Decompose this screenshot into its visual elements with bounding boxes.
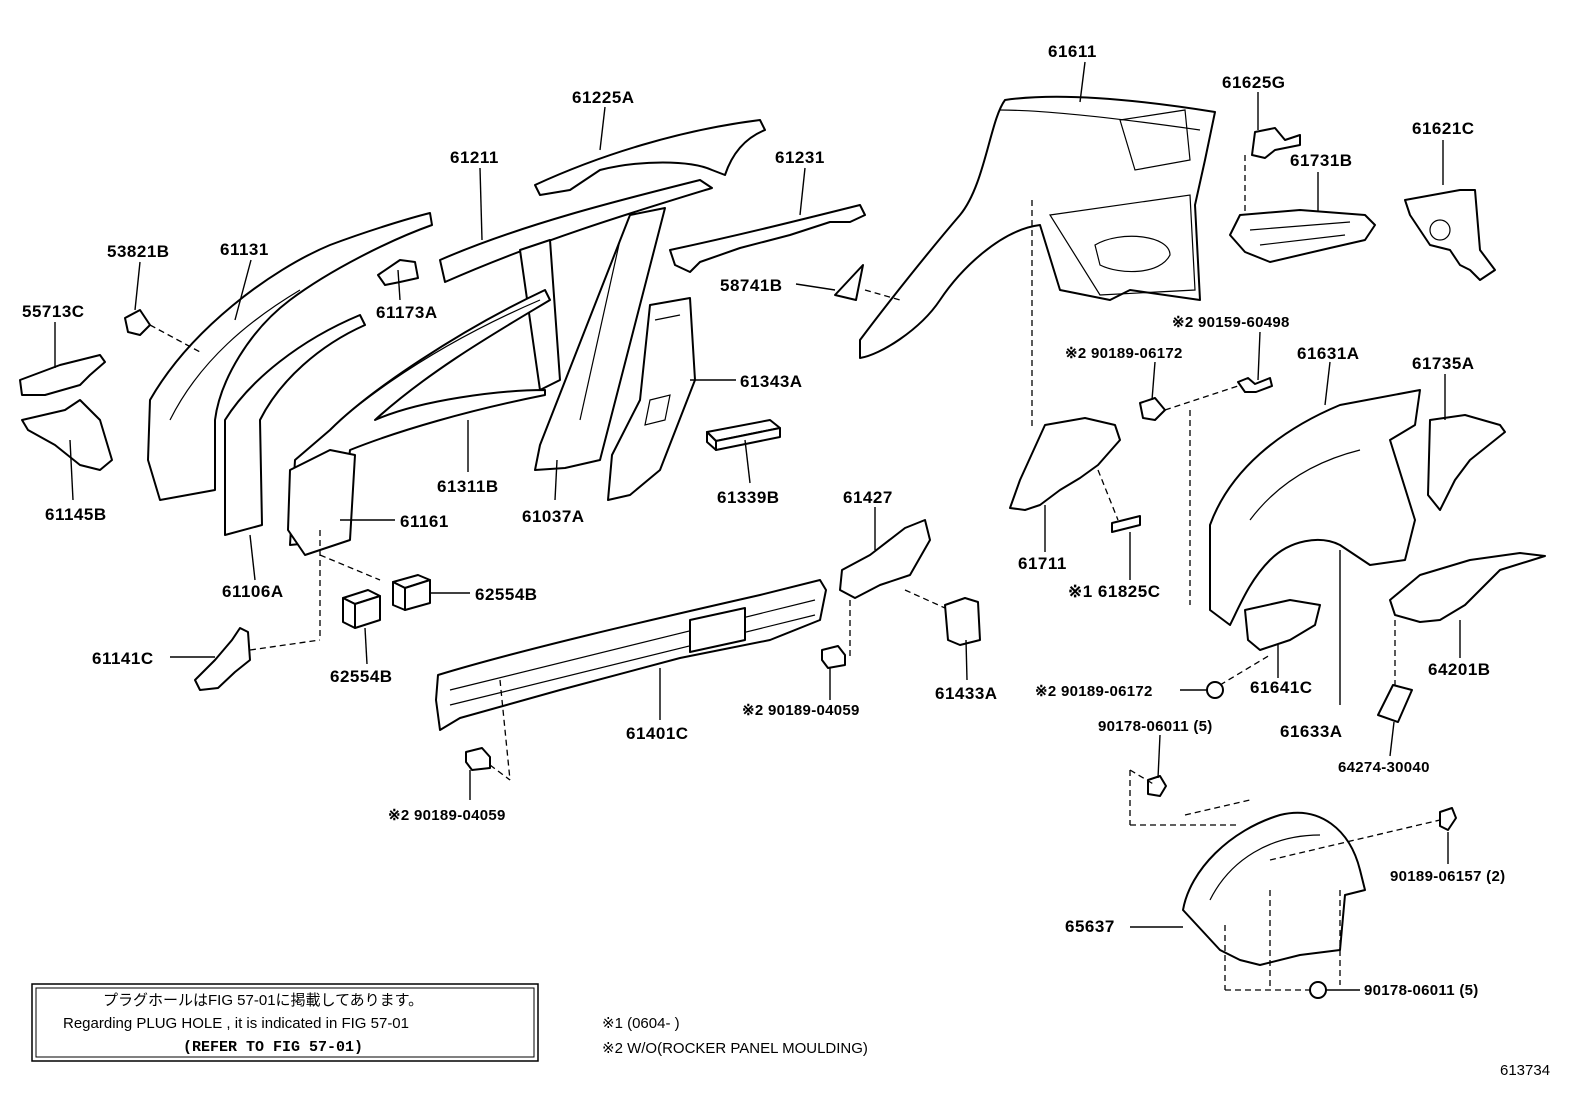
label-61343A: 61343A [740, 372, 803, 391]
label-61433A: 61433A [935, 684, 998, 703]
label-61641C: 61641C [1250, 678, 1313, 697]
label-61625G: 61625G [1222, 73, 1286, 92]
label-61141C: 61141C [92, 649, 154, 668]
label-61339B: 61339B [717, 488, 780, 507]
part-61641C-panel [1244, 599, 1321, 651]
label-61106A: 61106A [222, 582, 284, 601]
part-61225A-roof-rail [534, 119, 766, 196]
label-61731B: 61731B [1290, 151, 1353, 170]
part-90189-04059-clip-a [821, 645, 846, 669]
label-61621C: 61621C [1412, 119, 1475, 138]
label-61427: 61427 [843, 488, 893, 507]
label-61311B: 61311B [437, 477, 499, 496]
part-61625G-bracket [1251, 127, 1301, 159]
footnote-2: ※2 W/O(ROCKER PANEL MOULDING) [602, 1040, 868, 1057]
part-61343A-pillar-inner [607, 297, 696, 501]
part-64201B-bracket [1389, 552, 1546, 623]
part-55713C-bracket [19, 354, 106, 396]
label-61173A: 61173A [376, 303, 438, 322]
note-line-english: Regarding PLUG HOLE , it is indicated in… [63, 1015, 409, 1032]
part-61433A-bracket [944, 597, 981, 646]
label-64274-30040: 64274-30040 [1338, 759, 1430, 776]
part-61735A-extension [1427, 414, 1506, 511]
label-90189-06172-a: ※2 90189-06172 [1065, 345, 1183, 362]
label-61735A: 61735A [1412, 354, 1475, 373]
label-61825C: ※1 61825C [1068, 582, 1160, 601]
label-64201B: 64201B [1428, 660, 1491, 679]
figure-id: 613734 [1500, 1062, 1550, 1079]
part-90189-04059-clip-b [465, 747, 491, 771]
label-90189-06157: 90189-06157 (2) [1390, 868, 1505, 885]
label-62554B-right: 62554B [475, 585, 538, 604]
note-line-japanese: プラグホールはFIG 57-01に掲載してあります。 [103, 992, 423, 1009]
part-61401C-rocker-panel [435, 579, 827, 731]
label-90189-04059-b: ※2 90189-04059 [388, 807, 506, 824]
label-61633A: 61633A [1280, 722, 1343, 741]
label-53821B: 53821B [107, 242, 170, 261]
footnote-1: ※1 (0604- ) [602, 1015, 680, 1032]
part-61141C-bracket [194, 627, 251, 691]
part-61037A-center-pillar [534, 207, 666, 471]
label-61211: 61211 [450, 148, 499, 167]
label-90189-04059-a: ※2 90189-04059 [742, 702, 860, 719]
part-61611-quarter-panel [859, 95, 1216, 359]
part-62554B-block-left [342, 589, 381, 629]
part-61731B-extension [1229, 209, 1376, 263]
label-90189-06172-b: ※2 90189-06172 [1035, 683, 1153, 700]
label-61225A: 61225A [572, 88, 635, 107]
part-61339B-pad [706, 419, 781, 451]
part-61427-extension [839, 519, 931, 599]
label-90159-60498: ※2 90159-60498 [1172, 314, 1290, 331]
part-90178-06011-nut-a [1147, 775, 1167, 797]
part-90159-60498-bolt [1237, 377, 1273, 393]
part-61825C-seal [1111, 515, 1141, 533]
label-61161: 61161 [400, 512, 449, 531]
label-61131: 61131 [220, 240, 269, 259]
part-61311B-side-panel [289, 289, 551, 546]
label-58741B: 58741B [720, 276, 783, 295]
part-58741B-spacer [834, 264, 864, 301]
part-61711-rear-panel [1009, 417, 1121, 511]
part-62554B-block-right [392, 574, 431, 611]
label-61401C: 61401C [626, 724, 689, 743]
part-61106A-pillar-lower [224, 314, 366, 536]
part-61211-roof-side-rail [439, 179, 713, 391]
part-65637-wheel-liner [1182, 811, 1366, 966]
part-61231-rail [669, 204, 866, 273]
label-61631A: 61631A [1297, 344, 1360, 363]
label-62554B-left: 62554B [330, 667, 393, 686]
label-61037A: 61037A [522, 507, 585, 526]
label-61145B: 61145B [45, 505, 107, 524]
part-64274-30040-pad [1377, 684, 1413, 723]
part-90189-06172-clip-a [1139, 397, 1166, 421]
note-line-refer: (REFER TO FIG 57-01) [183, 1039, 363, 1056]
label-55713C: 55713C [22, 302, 85, 321]
label-90178-06011-a: 90178-06011 (5) [1098, 718, 1213, 735]
label-61711: 61711 [1018, 554, 1067, 573]
part-61131-front-pillar [147, 212, 433, 501]
part-61631A-wheelhouse [1209, 389, 1421, 626]
part-90178-06011-nut-b [1309, 981, 1327, 999]
part-53821B-clip [124, 309, 151, 336]
label-61611: 61611 [1048, 42, 1097, 61]
plug-hole-note-box: プラグホールはFIG 57-01に掲載してあります。 Regarding PLU… [31, 983, 539, 1062]
part-61621C-extension [1404, 189, 1496, 281]
label-90178-06011-b: 90178-06011 (5) [1364, 982, 1479, 999]
part-90189-06157-clip [1439, 807, 1457, 831]
label-65637: 65637 [1065, 917, 1115, 936]
part-61161-reinforcement [287, 449, 356, 556]
part-61145B-brace [21, 399, 113, 471]
label-61231: 61231 [775, 148, 825, 167]
